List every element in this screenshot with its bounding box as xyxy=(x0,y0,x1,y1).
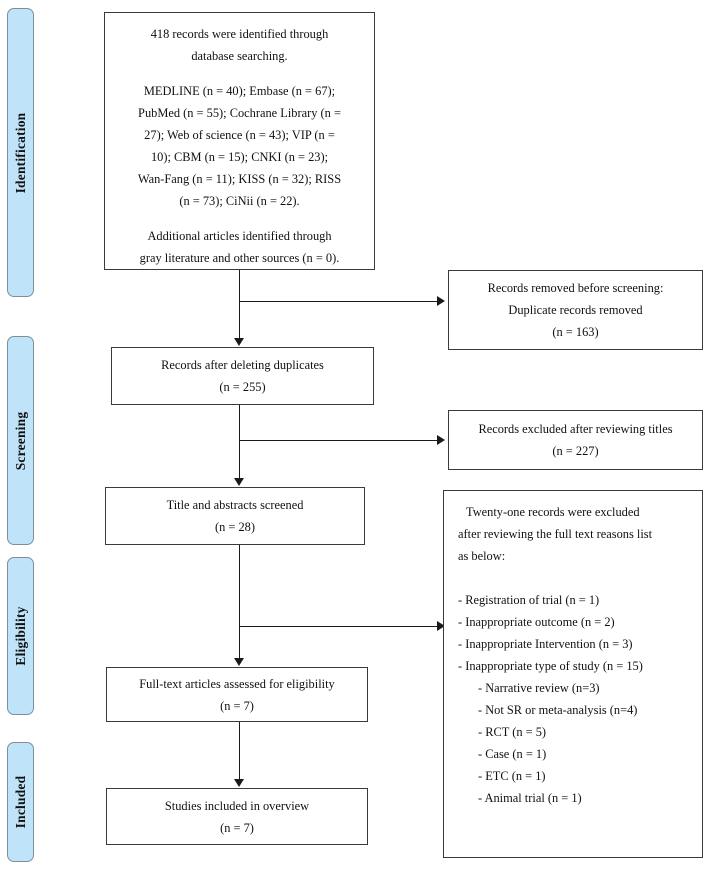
stage-label-screening: Screening xyxy=(12,411,28,470)
stage-pill-eligibility: Eligibility xyxy=(7,557,34,715)
excluded-titles-line-2: (n = 227) xyxy=(552,444,599,458)
connector-to-excluded-titles xyxy=(239,440,437,441)
identification-line-2: database searching. xyxy=(191,49,288,63)
connector-identification-down xyxy=(239,270,240,339)
excluded-fulltext-line-11: - Case (n = 1) xyxy=(478,747,547,761)
excluded-fulltext-line-3: as below: xyxy=(458,549,506,563)
identification-spacer-1 xyxy=(105,67,374,80)
excluded-fulltext-line-1: Twenty-one records were excluded xyxy=(466,505,640,519)
stage-pill-included: Included xyxy=(7,742,34,862)
identification-line-9: Additional articles identified through xyxy=(147,229,332,243)
stage-label-eligibility: Eligibility xyxy=(12,606,28,666)
duplicates-removed-line-1: Records removed before screening: xyxy=(487,281,664,295)
arrowhead-to-after-duplicates xyxy=(234,338,244,346)
after-duplicates-line-1: Records after deleting duplicates xyxy=(161,358,324,372)
connector-titles-abstracts-down xyxy=(239,545,240,659)
arrowhead-to-titles-abstracts xyxy=(234,478,244,486)
identification-line-5: 27); Web of science (n = 43); VIP (n = xyxy=(144,128,335,142)
box-excluded-fulltext: Twenty-one records were excluded after r… xyxy=(443,490,703,858)
included-overview-line-1: Studies included in overview xyxy=(164,798,310,813)
box-after-duplicates: Records after deleting duplicates (n = 2… xyxy=(111,347,374,405)
stage-label-identification: Identification xyxy=(12,112,28,193)
box-included-overview: Studies included in overview (n = 7) xyxy=(106,788,368,845)
excluded-fulltext-line-12: - ETC (n = 1) xyxy=(478,769,546,783)
titles-abstracts-line-2: (n = 28) xyxy=(214,520,256,534)
identification-line-3: MEDLINE (n = 40); Embase (n = 67); xyxy=(143,84,336,98)
box-titles-abstracts: Title and abstracts screened (n = 28) xyxy=(105,487,365,545)
arrowhead-to-fulltext-assessed xyxy=(234,658,244,666)
arrowhead-to-excluded-fulltext xyxy=(437,621,445,631)
box-duplicates-removed: Records removed before screening: Duplic… xyxy=(448,270,703,350)
identification-line-6: 10); CBM (n = 15); CNKI (n = 23); xyxy=(150,150,329,164)
excluded-fulltext-line-5: - Inappropriate outcome (n = 2) xyxy=(458,615,615,629)
identification-line-7: Wan-Fang (n = 11); KISS (n = 32); RISS xyxy=(137,172,342,186)
excluded-fulltext-line-4: - Registration of trial (n = 1) xyxy=(458,593,600,607)
stage-pill-identification: Identification xyxy=(7,8,34,297)
connector-after-duplicates-down xyxy=(239,405,240,479)
box-excluded-titles: Records excluded after reviewing titles … xyxy=(448,410,703,470)
arrowhead-to-duplicates-removed xyxy=(437,296,445,306)
stage-label-included: Included xyxy=(12,775,28,829)
excluded-fulltext-line-8: - Narrative review (n=3) xyxy=(478,681,600,695)
excluded-fulltext-line-6: - Inappropriate Intervention (n = 3) xyxy=(458,637,633,651)
connector-to-excluded-fulltext xyxy=(239,626,437,627)
identification-line-10: gray literature and other sources (n = 0… xyxy=(139,251,340,265)
box-identification: 418 records were identified through data… xyxy=(104,12,375,270)
included-overview-line-2: (n = 7) xyxy=(220,820,254,835)
box-fulltext-assessed: Full-text articles assessed for eligibil… xyxy=(106,667,368,722)
excluded-fulltext-spacer xyxy=(444,567,702,589)
excluded-fulltext-line-9: - Not SR or meta-analysis (n=4) xyxy=(478,703,638,717)
arrowhead-to-excluded-titles xyxy=(437,435,445,445)
connector-fulltext-down xyxy=(239,722,240,780)
identification-line-4: PubMed (n = 55); Cochrane Library (n = xyxy=(138,106,341,120)
identification-line-8: (n = 73); CiNii (n = 22). xyxy=(179,194,300,208)
duplicates-removed-line-2: Duplicate records removed xyxy=(508,303,643,317)
titles-abstracts-line-1: Title and abstracts screened xyxy=(166,498,304,512)
after-duplicates-line-2: (n = 255) xyxy=(219,380,266,394)
connector-to-duplicates-removed xyxy=(239,301,437,302)
fulltext-assessed-line-2: (n = 7) xyxy=(220,698,254,713)
excluded-titles-line-1: Records excluded after reviewing titles xyxy=(478,422,673,436)
excluded-fulltext-line-7: - Inappropriate type of study (n = 15) xyxy=(458,659,643,673)
duplicates-removed-line-3: (n = 163) xyxy=(552,325,599,339)
excluded-fulltext-line-2: after reviewing the full text reasons li… xyxy=(458,527,653,541)
arrowhead-to-included-overview xyxy=(234,779,244,787)
stage-pill-screening: Screening xyxy=(7,336,34,545)
excluded-fulltext-line-10: - RCT (n = 5) xyxy=(478,725,547,739)
identification-line-1: 418 records were identified through xyxy=(150,27,329,41)
excluded-fulltext-line-13: - Animal trial (n = 1) xyxy=(478,791,582,805)
fulltext-assessed-line-1: Full-text articles assessed for eligibil… xyxy=(139,676,335,691)
identification-spacer-2 xyxy=(105,212,374,225)
